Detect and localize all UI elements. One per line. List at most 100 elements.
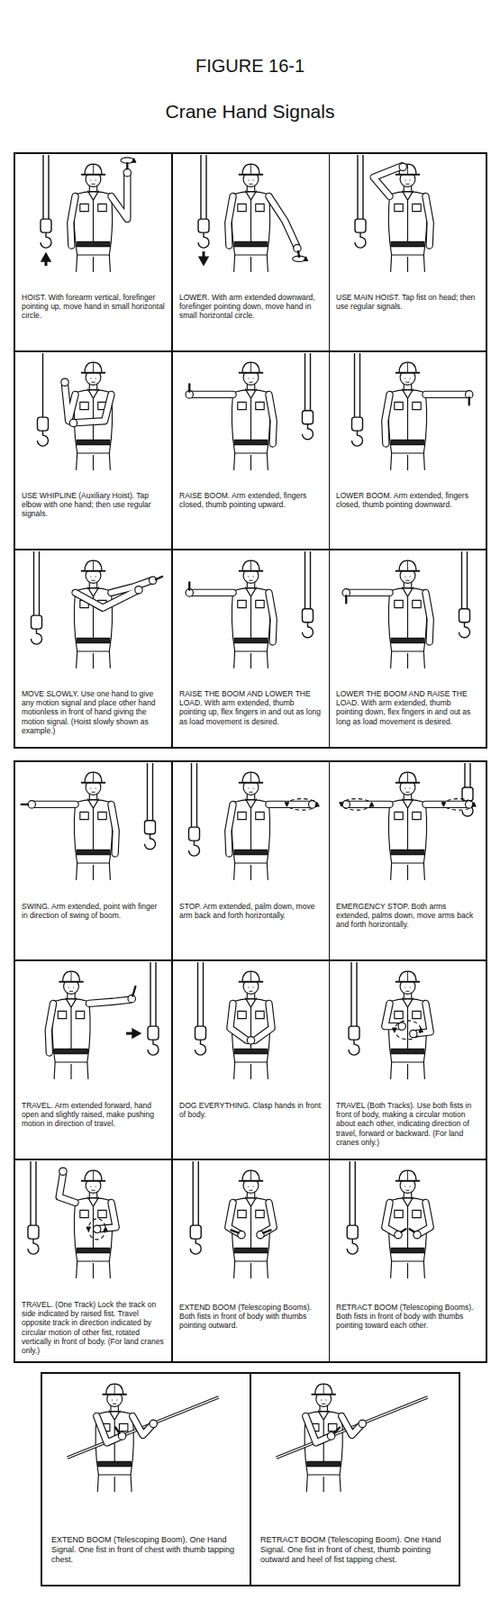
signal-illustration (37, 353, 113, 471)
crane-hook (302, 353, 314, 440)
crane-hook (346, 1161, 358, 1255)
crane-hook (348, 962, 360, 1055)
signaler-figure (73, 560, 163, 669)
signal-panel: TRAVEL. (One Track) Lock the track on si… (14, 1159, 173, 1363)
crane-hook (189, 763, 200, 856)
signal-panel: LOWER THE BOOM AND RAISE THE LOAD. With … (328, 549, 487, 748)
signaler-figure (70, 157, 136, 273)
signal-panel: EMERGENCY STOP. Both arms extended, palm… (328, 761, 487, 961)
signal-illustration (185, 551, 313, 669)
signal-illustration (185, 353, 313, 471)
signal-illustration (189, 763, 320, 881)
signal-caption: TRAVEL (Both Tracks). Use both fists in … (336, 1100, 480, 1147)
signal-illustration (352, 353, 473, 471)
crane-hook (190, 1161, 201, 1255)
signal-caption: DOG EVERYTHING. Clasp hands in front of … (179, 1100, 323, 1119)
signal-caption: EXTEND BOOM (Telescoping Boom). One Hand… (51, 1535, 241, 1564)
signaler-figure (227, 163, 308, 273)
signaler-figure (227, 772, 319, 881)
signaler-figure (339, 772, 476, 881)
signal-illustration (21, 763, 156, 881)
signal-caption: HOIST. With forearm vertical, forefinger… (21, 292, 165, 321)
signaler-figure (48, 971, 137, 1080)
signal-illustration (195, 962, 273, 1080)
signal-illustration (40, 154, 137, 273)
signaler-figure (384, 362, 473, 471)
signal-caption: SWING. Arm extended, point with finger i… (21, 901, 165, 920)
signal-panel: RAISE THE BOOM AND LOWER THE LOAD. With … (172, 549, 330, 748)
crane-hook (459, 551, 471, 638)
signal-illustration (198, 154, 309, 273)
crane-hook (195, 962, 207, 1055)
signal-caption: TRAVEL. (One Track) Lock the track on si… (21, 1300, 165, 1355)
figure-title: FIGURE 16-1 (0, 55, 500, 77)
signal-caption: LOWER THE BOOM AND RAISE THE LOAD. With … (336, 689, 480, 727)
signal-panel: TRAVEL. Arm extended forward, hand open … (14, 960, 173, 1160)
signal-caption: LOWER BOOM. Arm extended, fingers closed… (336, 490, 480, 510)
signal-panel: LOWER. With arm extended downward, foref… (172, 153, 330, 352)
signal-illustration (354, 154, 431, 273)
signal-panel: RETRACT BOOM (Telescoping Booms). Both f… (328, 1159, 487, 1363)
signal-illustration (27, 1161, 117, 1279)
crane-hook (354, 154, 366, 248)
signaler-figure (227, 1170, 273, 1279)
block-frame (14, 761, 487, 1363)
signal-illustration (276, 1383, 428, 1492)
signal-panel: HOIST. With forearm vertical, forefinger… (14, 153, 173, 352)
crane-hook (37, 353, 49, 446)
signal-caption: EXTEND BOOM (Telescoping Booms). Both fi… (179, 1302, 323, 1331)
signal-caption: RETRACT BOOM (Telescoping Boom). One Han… (260, 1535, 450, 1564)
figure-subtitle: Crane Hand Signals (0, 100, 500, 123)
block-frame (41, 1372, 460, 1586)
signaler-figure (67, 1383, 219, 1492)
signal-caption: TRAVEL. Arm extended forward, hand open … (21, 1100, 165, 1129)
signal-illustration (339, 763, 476, 881)
signal-illustration (346, 1161, 430, 1279)
signal-panel: EXTEND BOOM (Telescoping Booms). Both fi… (172, 1159, 330, 1363)
signaler-figure (59, 1167, 117, 1279)
signal-panel: RAISE BOOM. Arm extended, fingers closed… (172, 351, 330, 550)
signal-caption: STOP. Arm extended, palm down, move arm … (179, 901, 323, 920)
signaler-figure (185, 362, 274, 471)
signaler-figure (276, 1383, 428, 1492)
signal-caption: RAISE BOOM. Arm extended, fingers closed… (179, 490, 323, 510)
signal-caption: RETRACT BOOM (Telescoping Booms). Both f… (336, 1302, 480, 1331)
signal-panel: STOP. Arm extended, palm down, move arm … (172, 761, 330, 961)
signal-panel: DOG EVERYTHING. Clasp hands in front of … (172, 960, 330, 1160)
signal-illustration (342, 551, 470, 669)
signal-panel: SWING. Arm extended, point with finger i… (14, 761, 173, 961)
signal-illustration (67, 1383, 219, 1492)
crane-hook (27, 1161, 39, 1255)
crane-hook (352, 353, 364, 446)
signaler-figure (229, 971, 272, 1080)
signaler-figure (342, 560, 431, 669)
signal-illustration (48, 962, 159, 1080)
signaler-figure (373, 163, 431, 273)
crane-hook (302, 551, 314, 638)
signal-panel: LOWER BOOM. Arm extended, fingers closed… (328, 351, 487, 550)
signal-panel: USE WHIPLINE (Auxiliary Hoist). Tap elbo… (14, 351, 173, 550)
signal-panel: MOVE SLOWLY. Use one hand to give any mo… (14, 549, 173, 748)
signal-caption: USE WHIPLINE (Auxiliary Hoist). Tap elbo… (21, 490, 165, 519)
crane-hook (40, 154, 52, 266)
signal-caption: RAISE THE BOOM AND LOWER THE LOAD. With … (179, 689, 323, 727)
signal-illustration (190, 1161, 273, 1279)
signaler-figure (21, 772, 117, 881)
signal-caption: EMERGENCY STOP. Both arms extended, palm… (336, 901, 480, 930)
signal-illustration (31, 551, 164, 669)
signaler-figure (384, 1170, 430, 1279)
crane-hook (126, 962, 159, 1055)
crane-hook (198, 154, 210, 265)
crane-hook (31, 551, 43, 645)
signal-caption: MOVE SLOWLY. Use one hand to give any mo… (21, 689, 165, 736)
crane-hook (462, 763, 473, 817)
block-frame (14, 153, 487, 748)
signaler-figure (61, 362, 113, 471)
signal-panel: RETRACT BOOM (Telescoping Boom). One Han… (250, 1372, 460, 1586)
signal-caption: LOWER. With arm extended downward, foref… (179, 292, 323, 321)
signal-panel: USE MAIN HOIST. Tap fist on head; then u… (328, 153, 487, 352)
signaler-figure (384, 971, 430, 1080)
crane-hook (145, 763, 156, 850)
signal-illustration (348, 962, 431, 1080)
